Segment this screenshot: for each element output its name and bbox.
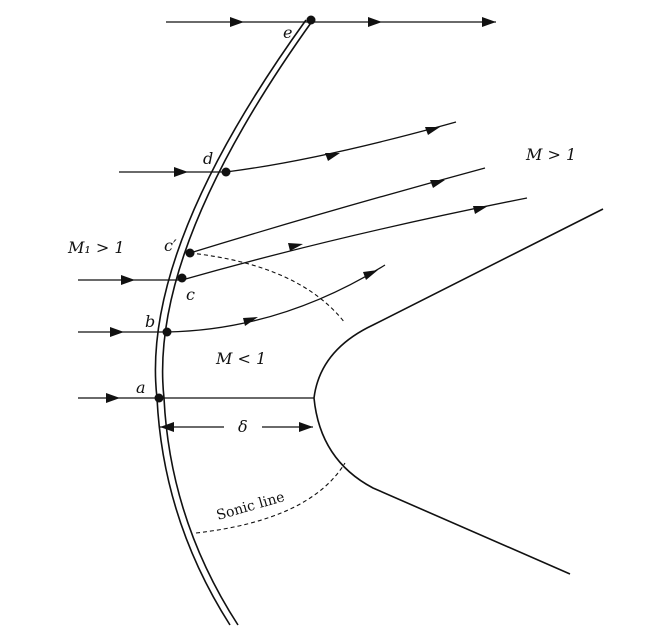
label-freestream-mach: M₁ > 1 <box>67 238 125 257</box>
streamline-d <box>119 121 457 177</box>
blunt-body <box>313 208 604 575</box>
streamline-e <box>166 17 496 27</box>
point-a-dot <box>154 393 164 403</box>
point-e-dot <box>306 15 316 25</box>
label-supersonic-region: M > 1 <box>525 145 576 164</box>
streamline-b <box>78 264 386 337</box>
bow-shock <box>154 19 314 626</box>
streamline-c <box>78 197 528 285</box>
streamline-a <box>78 393 314 403</box>
sonic-line-upper <box>189 252 346 324</box>
point-d-dot <box>221 167 231 177</box>
label-c-prime: c′ <box>164 236 177 255</box>
sonic-line-lower <box>195 462 346 534</box>
label-b: b <box>145 312 155 331</box>
point-b-dot <box>162 327 172 337</box>
point-c-prime-dot <box>185 248 195 258</box>
label-subsonic-region: M < 1 <box>215 349 266 368</box>
standoff-distance <box>160 422 313 432</box>
label-standoff-delta: δ <box>238 417 248 436</box>
label-d: d <box>203 149 213 168</box>
label-a: a <box>136 378 146 397</box>
label-c: c <box>186 285 195 304</box>
label-e: e <box>283 23 292 42</box>
shock-outer-line <box>154 19 307 626</box>
shock-inner-line <box>161 19 314 626</box>
label-sonic-line: Sonic line <box>215 489 287 524</box>
streamline-c-prime <box>189 167 486 254</box>
point-c-dot <box>177 273 187 283</box>
